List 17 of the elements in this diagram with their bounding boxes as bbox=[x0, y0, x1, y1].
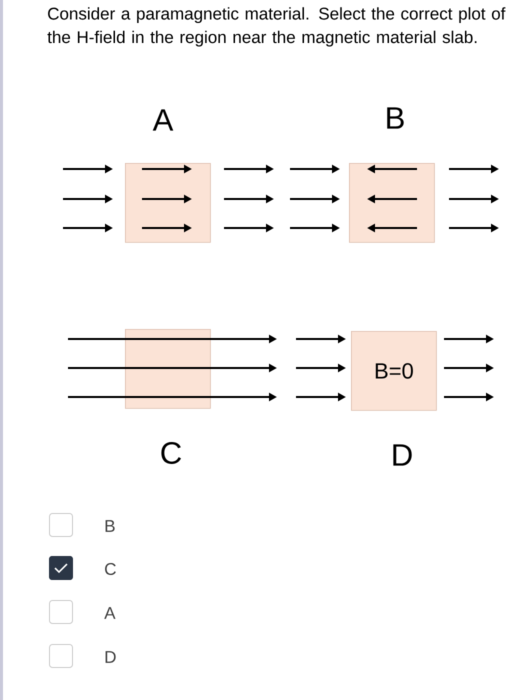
question-text: Consider a paramagnetic material. Select the correct plot of the H-field in the region near the magnetic material slab. bbox=[47, 7, 506, 47]
panel-label: C bbox=[161, 442, 181, 464]
material-slab bbox=[125, 329, 211, 409]
option-label: D bbox=[106, 651, 116, 663]
option-label: B bbox=[106, 520, 115, 532]
option-label: C bbox=[105, 562, 116, 576]
option-label: A bbox=[104, 607, 116, 619]
material-slab bbox=[349, 163, 435, 243]
checkbox bbox=[49, 513, 73, 537]
panel-label: A bbox=[152, 109, 174, 131]
panel-label: B bbox=[387, 107, 404, 129]
checkbox bbox=[49, 644, 73, 668]
checked-checkbox bbox=[49, 556, 73, 580]
checkbox bbox=[49, 600, 73, 624]
panel-label: D bbox=[393, 444, 412, 466]
material-slab: B=0 bbox=[351, 331, 437, 411]
material-slab bbox=[125, 163, 211, 243]
